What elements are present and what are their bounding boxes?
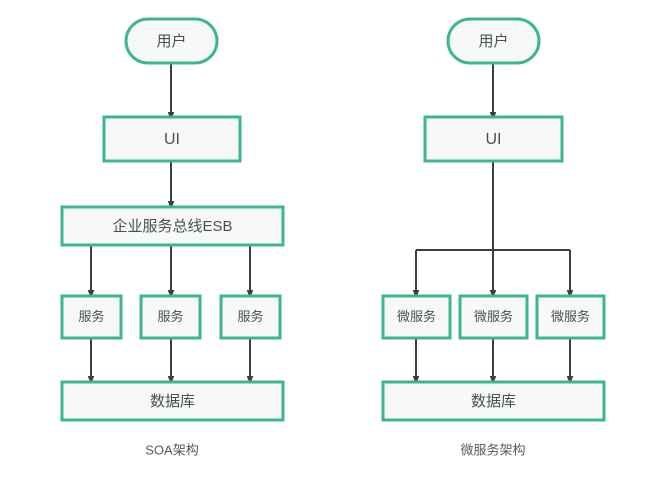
node-actor-soa[interactable]: 用户	[124, 17, 219, 65]
node-service-1-label: 服务	[78, 309, 104, 324]
node-microservice-2-label: 微服务	[474, 309, 513, 324]
node-microservice-2-shape	[458, 294, 529, 340]
node-actor-ms-shape	[446, 17, 541, 65]
node-microservice-1[interactable]: 微服务	[381, 294, 452, 340]
caption-microservice: 微服务架构	[460, 442, 525, 457]
node-microservice-1-label: 微服务	[397, 309, 436, 324]
node-esb-bus-shape	[60, 205, 285, 247]
node-ui-soa-shape	[102, 115, 242, 163]
node-service-2[interactable]: 服务	[139, 294, 202, 340]
node-service-3[interactable]: 服务	[219, 294, 282, 340]
node-ui-ms-shape	[423, 115, 564, 163]
node-service-1[interactable]: 服务	[60, 294, 123, 340]
node-ui-ms-label: UI	[486, 131, 502, 148]
node-actor-soa-shape	[124, 17, 219, 65]
node-ui-ms[interactable]: UI	[423, 115, 564, 163]
node-microservice-3[interactable]: 微服务	[535, 294, 606, 340]
node-database-ms[interactable]: 数据库	[381, 380, 606, 422]
node-database-soa[interactable]: 数据库	[60, 380, 285, 422]
node-database-ms-shape	[381, 380, 606, 422]
node-database-soa-shape	[60, 380, 285, 422]
node-ui-soa[interactable]: UI	[102, 115, 242, 163]
node-actor-soa-label: 用户	[156, 33, 186, 50]
node-microservice-1-shape	[381, 294, 452, 340]
node-database-ms-label: 数据库	[471, 393, 516, 410]
panel-microservice: 用户 UI 微服务 微服务 微服务 数据库	[381, 17, 606, 457]
node-esb-bus-label: 企业服务总线ESB	[112, 217, 232, 235]
caption-soa: SOA架构	[145, 442, 198, 457]
node-esb-bus[interactable]: 企业服务总线ESB	[60, 205, 285, 247]
node-service-2-shape	[139, 294, 202, 340]
node-service-3-shape	[219, 294, 282, 340]
node-service-3-label: 服务	[237, 309, 263, 324]
node-database-soa-label: 数据库	[150, 393, 195, 410]
node-actor-ms[interactable]: 用户	[446, 17, 541, 65]
node-microservice-3-label: 微服务	[551, 309, 590, 324]
panel-soa: 用户 UI 企业服务总线ESB 服务 服务	[60, 17, 285, 457]
node-microservice-3-shape	[535, 294, 606, 340]
node-ui-soa-label: UI	[164, 131, 180, 148]
node-service-2-label: 服务	[157, 309, 183, 324]
node-microservice-2[interactable]: 微服务	[458, 294, 529, 340]
node-actor-ms-label: 用户	[478, 33, 508, 50]
node-service-1-shape	[60, 294, 123, 340]
